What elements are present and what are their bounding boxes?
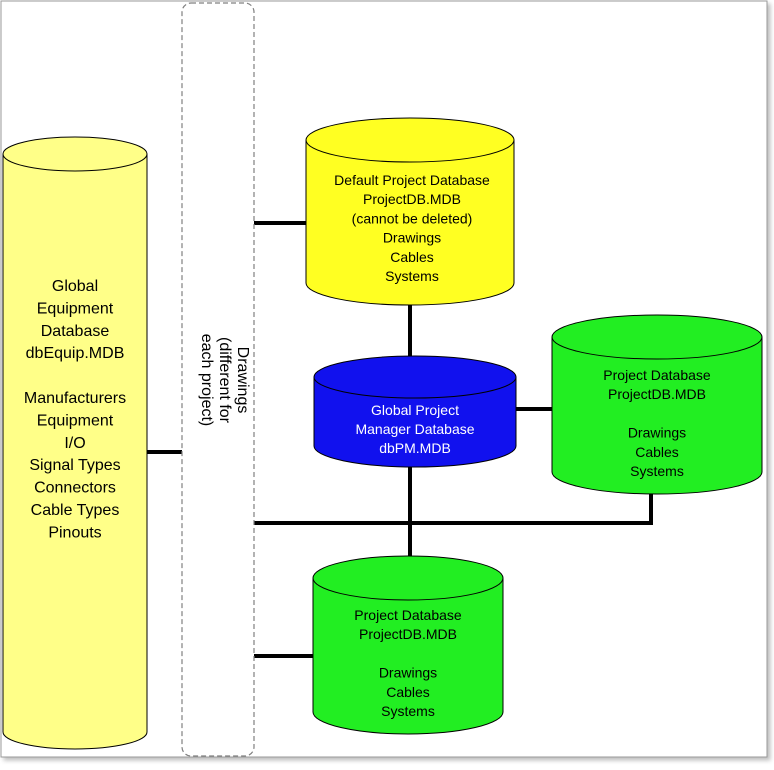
- right-line: [655, 405, 659, 421]
- equip-line: Cable Types: [31, 502, 120, 519]
- connectors: [147, 221, 653, 658]
- drawings-line: Drawings: [234, 347, 251, 414]
- bottom-line: Drawings: [379, 665, 437, 681]
- drawings-box: Drawings(different foreach project): [181, 2, 255, 757]
- equip-line: dbEquip.MDB: [26, 345, 125, 362]
- default-line: Drawings: [383, 230, 441, 246]
- equip-line: Manufacturers: [24, 390, 126, 407]
- equip-line: Pinouts: [48, 524, 101, 541]
- equip-line: Global: [52, 278, 98, 295]
- default-line: ProjectDB.MDB: [363, 191, 461, 207]
- equip-line: Signal Types: [29, 457, 120, 474]
- equip-line: [73, 368, 77, 385]
- bottom-line: Project Database: [354, 607, 462, 623]
- equip-line: Connectors: [34, 480, 116, 497]
- default-line: Systems: [385, 268, 439, 284]
- right-line: ProjectDB.MDB: [608, 386, 706, 402]
- equip-line: Equipment: [37, 300, 114, 317]
- drawings-line: each project): [198, 334, 215, 427]
- default-line: Cables: [390, 249, 434, 265]
- right-line: Systems: [630, 463, 684, 479]
- connector-drawings-to-right-db: [253, 494, 653, 525]
- right-line: Drawings: [628, 425, 686, 441]
- default-line: Default Project Database: [334, 172, 490, 188]
- bottom-line: ProjectDB.MDB: [359, 626, 457, 642]
- drawings-label: Drawings(different foreach project): [198, 334, 251, 427]
- right-line: Project Database: [603, 367, 711, 383]
- equip-line: I/O: [64, 435, 85, 452]
- bottom-line: Cables: [386, 684, 430, 700]
- bottom-line: [406, 645, 410, 661]
- pm-line: Global Project: [371, 402, 459, 418]
- pm-line: Manager Database: [355, 421, 474, 437]
- default-line: (cannot be deleted): [352, 210, 473, 226]
- equip-line: Equipment: [37, 412, 114, 429]
- right-line: Cables: [635, 444, 679, 460]
- bottom-line: Systems: [381, 703, 435, 719]
- equip-line: Database: [41, 323, 110, 340]
- drawings-line: (different for: [216, 337, 233, 424]
- pm-line: dbPM.MDB: [379, 440, 451, 456]
